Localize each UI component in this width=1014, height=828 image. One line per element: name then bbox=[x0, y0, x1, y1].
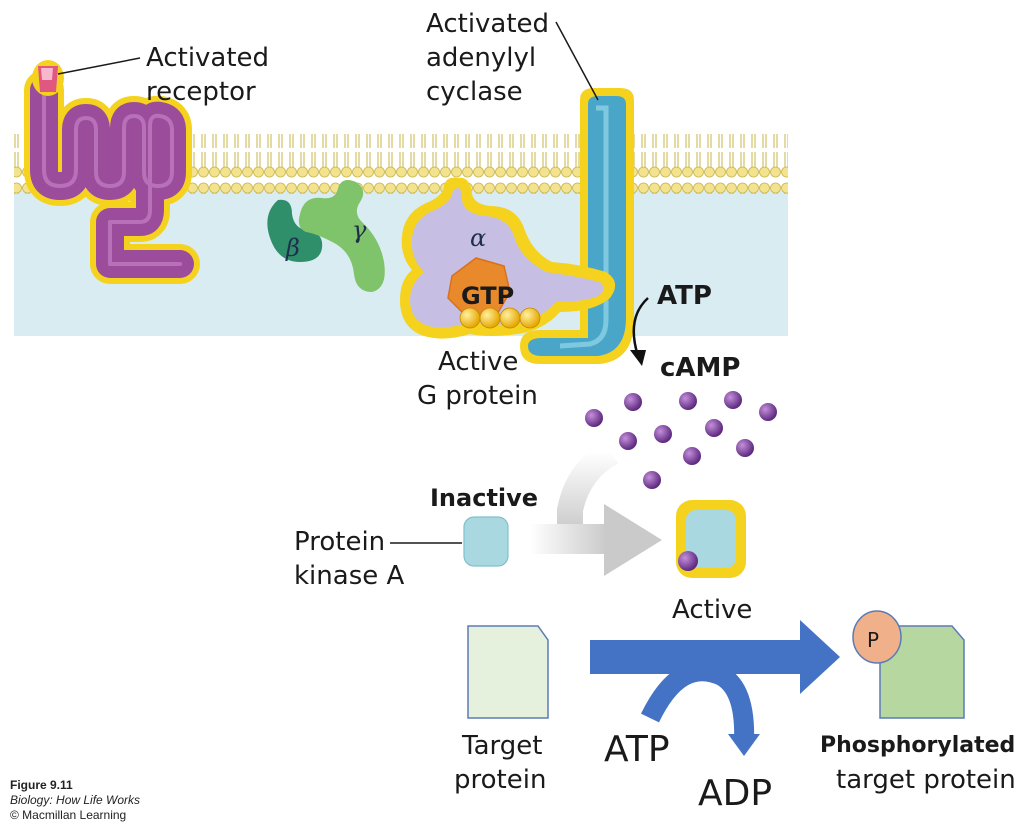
camp-molecules bbox=[585, 391, 777, 489]
figure-number: Figure 9.11 bbox=[10, 778, 73, 792]
cyclase-label-line2: adenylyl bbox=[426, 43, 537, 73]
active-g-label-line1: Active bbox=[438, 347, 519, 377]
alpha-subunit bbox=[400, 177, 616, 339]
figure-book: Biology: How Life Works bbox=[10, 793, 141, 807]
activated-receptor bbox=[24, 60, 200, 284]
phosphate-group bbox=[852, 610, 902, 664]
phosphorylated-target-protein bbox=[879, 625, 965, 719]
alpha-label: α bbox=[470, 224, 487, 252]
inactive-label: Inactive bbox=[430, 484, 539, 512]
receptor-label-line2: receptor bbox=[146, 77, 256, 107]
active-pka bbox=[676, 500, 746, 578]
phosphorylation-arrow bbox=[590, 620, 840, 756]
cyclase-label-line3: cyclase bbox=[426, 77, 523, 107]
active-g-label-line2: G protein bbox=[417, 381, 538, 411]
receptor-label-line1: Activated bbox=[146, 43, 270, 73]
atp-label-top: ATP bbox=[657, 281, 712, 311]
gamma-label: γ bbox=[352, 216, 367, 244]
phosphorylated-label-line2: target protein bbox=[836, 765, 1014, 795]
cyclase-leader-line bbox=[555, 21, 599, 101]
inactive-pka bbox=[463, 516, 509, 567]
camp-label: cAMP bbox=[660, 353, 741, 383]
atp-to-camp-arrow bbox=[632, 297, 649, 357]
receptor-leader-line bbox=[57, 57, 141, 75]
gamma-subunit bbox=[298, 180, 385, 292]
target-label-line1: Target bbox=[462, 731, 543, 761]
active-pka-label: Active bbox=[672, 595, 753, 625]
phosphate-label: P bbox=[867, 628, 880, 652]
target-label-line2: protein bbox=[454, 765, 547, 795]
pka-label-line1: Protein bbox=[294, 527, 386, 557]
atp-to-camp-arrowhead bbox=[630, 350, 646, 366]
beta-label: β bbox=[286, 234, 300, 262]
beta-subunit bbox=[267, 199, 323, 262]
cyclase-label-line1: Activated bbox=[426, 9, 550, 39]
activation-arrow bbox=[530, 440, 662, 576]
target-protein bbox=[467, 625, 549, 719]
atp-label-bottom: ATP bbox=[604, 729, 670, 770]
figure-publisher: © Macmillan Learning bbox=[10, 808, 127, 822]
adp-label: ADP bbox=[698, 773, 773, 814]
phosphorylated-label-line1: Phosphorylated bbox=[820, 733, 1014, 758]
pka-label-line2: kinase A bbox=[294, 561, 405, 591]
gtp-label: GTP bbox=[461, 282, 515, 310]
